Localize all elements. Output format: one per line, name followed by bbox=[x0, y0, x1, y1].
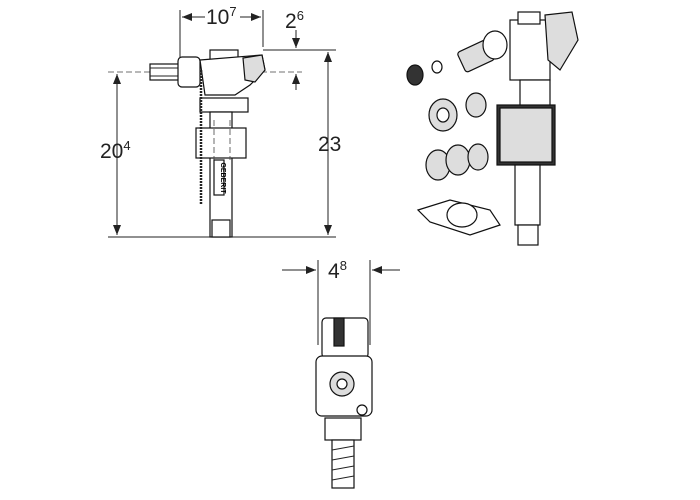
dimension-width-front: 48 bbox=[328, 258, 347, 283]
fill-valve-front bbox=[315, 317, 373, 489]
fill-valve-side: GEBERIT bbox=[149, 49, 266, 238]
dimension-offset-top: 26 bbox=[285, 8, 304, 33]
dimension-total-height: 23 bbox=[318, 133, 341, 156]
dimension-inlet-height: 204 bbox=[100, 138, 131, 163]
side-view: 107 26 204 23 GEBERIT bbox=[100, 4, 341, 238]
dimension-width-side: 107 bbox=[206, 4, 237, 29]
exploded-view bbox=[406, 11, 579, 246]
front-view: 48 bbox=[282, 258, 400, 489]
brand-mark: GEBERIT bbox=[219, 162, 226, 194]
